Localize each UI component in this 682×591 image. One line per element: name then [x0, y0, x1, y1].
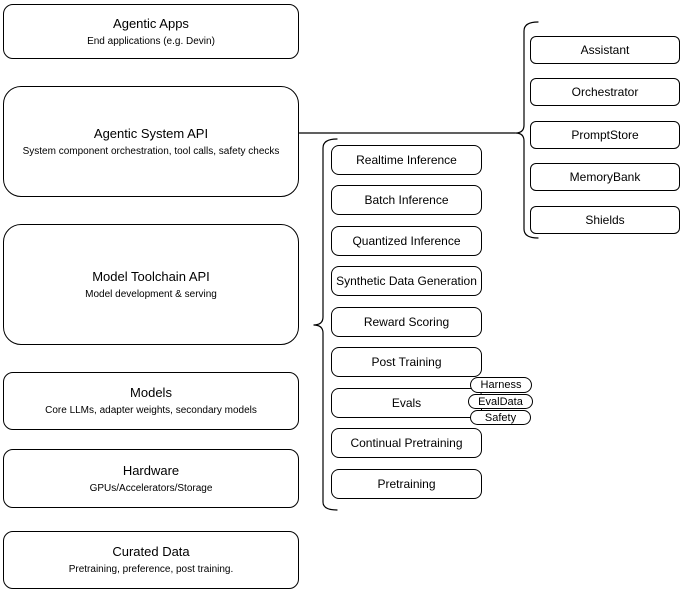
- node-subtitle: Pretraining, preference, post training.: [68, 564, 234, 575]
- chip-label: Continual Pretraining: [350, 436, 463, 450]
- node-agentic-apps: Agentic Apps End applications (e.g. Devi…: [3, 4, 299, 59]
- node-model-toolchain-api: Model Toolchain API Model development & …: [3, 224, 299, 345]
- chip-label: Synthetic Data Generation: [336, 274, 477, 288]
- chip-label: Orchestrator: [571, 85, 639, 99]
- node-subtitle: System component orchestration, tool cal…: [22, 145, 280, 157]
- tag-harness: Harness: [470, 377, 532, 393]
- node-title: Models: [130, 385, 172, 400]
- chip-realtime-inference: Realtime Inference: [331, 145, 482, 175]
- chip-label: Pretraining: [377, 477, 436, 491]
- chip-evals: Evals: [331, 388, 482, 418]
- node-title: Agentic System API: [93, 125, 209, 141]
- chip-reward-scoring: Reward Scoring: [331, 307, 482, 337]
- chip-label: Realtime Inference: [356, 153, 457, 167]
- node-title: Hardware: [122, 462, 180, 478]
- node-subtitle: Model development & serving: [85, 288, 217, 300]
- tag-label: EvalData: [478, 395, 523, 408]
- node-title: Model Toolchain API: [92, 268, 210, 284]
- chip-pretraining: Pretraining: [331, 469, 482, 499]
- tag-label: Harness: [480, 379, 522, 391]
- comp-assistant: Assistant: [530, 36, 680, 64]
- chip-label: Batch Inference: [364, 193, 449, 207]
- comp-shields: Shields: [530, 206, 680, 234]
- chip-label: Quantized Inference: [352, 234, 461, 248]
- chip-label: Post Training: [371, 355, 442, 369]
- chip-label: PromptStore: [571, 128, 639, 142]
- tag-label: Safety: [484, 411, 517, 424]
- tag-evaldata: EvalData: [468, 394, 533, 409]
- chip-post-training: Post Training: [331, 347, 482, 377]
- comp-promptstore: PromptStore: [530, 121, 680, 149]
- node-agentic-system-api: Agentic System API System component orch…: [3, 86, 299, 197]
- node-subtitle: End applications (e.g. Devin): [87, 35, 215, 47]
- chip-label: Shields: [585, 213, 625, 227]
- comp-memorybank: MemoryBank: [530, 163, 680, 191]
- chip-continual-pretraining: Continual Pretraining: [331, 428, 482, 458]
- comp-orchestrator: Orchestrator: [530, 78, 680, 106]
- node-title: Agentic Apps: [113, 15, 189, 31]
- node-hardware: Hardware GPUs/Accelerators/Storage: [3, 449, 299, 508]
- chip-label: MemoryBank: [569, 170, 641, 184]
- node-curated-data: Curated Data Pretraining, preference, po…: [3, 531, 299, 589]
- node-title: Curated Data: [112, 544, 190, 559]
- node-subtitle: Core LLMs, adapter weights, secondary mo…: [45, 405, 257, 416]
- chip-label: Evals: [391, 396, 422, 410]
- node-models: Models Core LLMs, adapter weights, secon…: [3, 372, 299, 430]
- chip-label: Assistant: [580, 43, 630, 57]
- node-subtitle: GPUs/Accelerators/Storage: [89, 482, 213, 494]
- chip-batch-inference: Batch Inference: [331, 185, 482, 215]
- chip-label: Reward Scoring: [363, 315, 450, 329]
- tag-safety: Safety: [470, 410, 531, 425]
- chip-quantized-inference: Quantized Inference: [331, 226, 482, 256]
- chip-synthetic-data-generation: Synthetic Data Generation: [331, 266, 482, 296]
